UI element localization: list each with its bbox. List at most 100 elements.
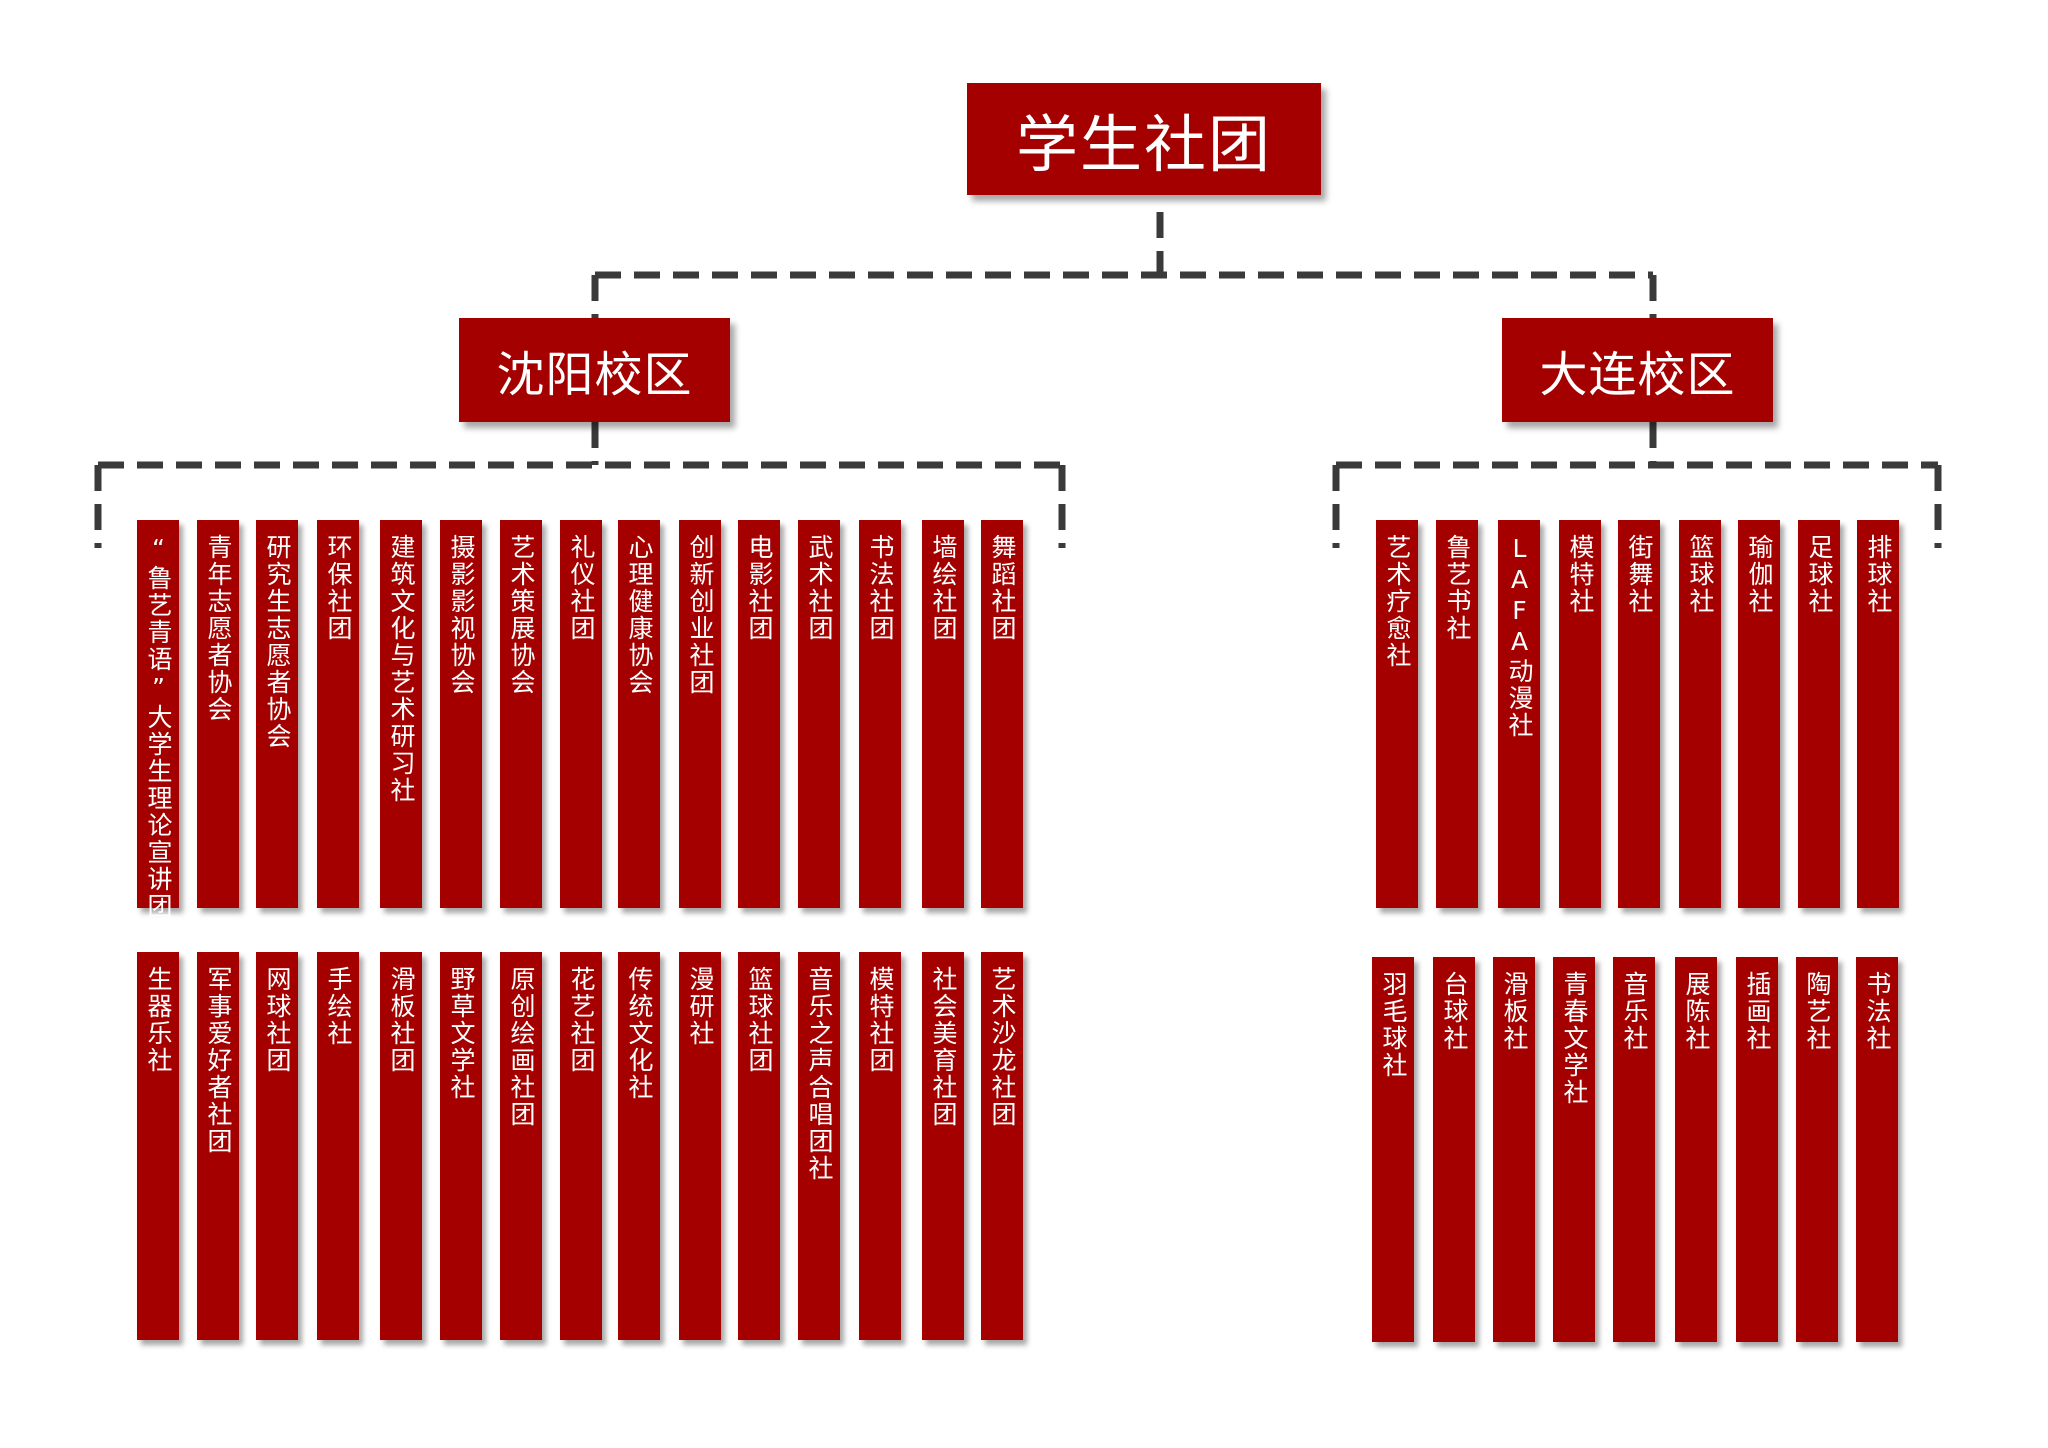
club-node: 羽毛球社 [1372, 957, 1414, 1342]
club-label: 青春文学社 [1560, 971, 1589, 1106]
club-node: 瑜伽社 [1738, 520, 1780, 908]
club-label: 花艺社团 [567, 966, 596, 1074]
club-node: 青年志愿者协会 [197, 520, 239, 908]
club-node: 街舞社 [1618, 520, 1660, 908]
club-label: 艺术策展协会 [507, 534, 536, 696]
club-label: 滑板社团 [387, 966, 416, 1074]
club-label: 台球社 [1440, 971, 1469, 1052]
campus-node-dalian: 大连校区 [1502, 318, 1773, 422]
club-label: 陶艺社 [1803, 971, 1832, 1052]
club-node: 网球社团 [256, 952, 298, 1340]
club-label: 足球社 [1805, 534, 1834, 615]
club-label: 音乐之声合唱团社 [805, 966, 834, 1182]
club-label: 舞蹈社团 [988, 534, 1017, 642]
club-label: 瑜伽社 [1745, 534, 1774, 615]
club-node: 台球社 [1433, 957, 1475, 1342]
club-node: 建筑文化与艺术研习社 [380, 520, 422, 908]
campus-node-shenyang: 沈阳校区 [459, 318, 730, 422]
club-node: 武术社团 [798, 520, 840, 908]
club-label: 原创绘画社团 [507, 966, 536, 1128]
club-label: 音乐社 [1620, 971, 1649, 1052]
club-node: 排球社 [1857, 520, 1899, 908]
club-node: “鲁艺青语”大学生理论宣讲团 [137, 520, 179, 920]
club-label: 建筑文化与艺术研习社 [387, 534, 416, 804]
club-node: 漫研社 [679, 952, 721, 1340]
club-label: 书法社团 [866, 534, 895, 642]
club-node: 创新创业社团 [679, 520, 721, 908]
root-connector [591, 212, 1657, 318]
club-node: 插画社 [1736, 957, 1778, 1342]
club-label: 墙绘社团 [929, 534, 958, 642]
club-node: 篮球社 [1679, 520, 1721, 908]
club-label: 网球社团 [263, 966, 292, 1074]
club-label: 排球社 [1864, 534, 1893, 615]
club-label: 滑板社 [1500, 971, 1529, 1052]
club-label: 礼仪社团 [567, 534, 596, 642]
club-node: 军事爱好者社团 [197, 952, 239, 1340]
club-node: 礼仪社团 [560, 520, 602, 908]
club-node: 展陈社 [1675, 957, 1717, 1342]
club-node: 足球社 [1798, 520, 1840, 908]
club-node: 原创绘画社团 [500, 952, 542, 1340]
club-label: 街舞社 [1625, 534, 1654, 615]
club-label: 生器乐社 [144, 966, 173, 1074]
club-label: 武术社团 [805, 534, 834, 642]
club-label: 军事爱好者社团 [204, 966, 233, 1155]
club-label: 漫研社 [686, 966, 715, 1047]
club-node: LAFA动漫社 [1498, 520, 1540, 908]
club-label: 电影社团 [745, 534, 774, 642]
club-node: 鲁艺书社 [1436, 520, 1478, 908]
club-node: 音乐之声合唱团社 [798, 952, 840, 1340]
club-node: 舞蹈社团 [981, 520, 1023, 908]
club-node: 传统文化社 [618, 952, 660, 1340]
shenyang-connector [94, 422, 1066, 548]
club-node: 艺术疗愈社 [1376, 520, 1418, 908]
club-label: 篮球社团 [745, 966, 774, 1074]
club-node: 模特社团 [859, 952, 901, 1340]
club-node: 摄影影视协会 [440, 520, 482, 908]
club-node: 手绘社 [317, 952, 359, 1340]
dalian-connector [1332, 422, 1942, 548]
club-label: 鲁艺书社 [1443, 534, 1472, 642]
club-label: LAFA动漫社 [1505, 534, 1534, 739]
club-node: 电影社团 [738, 520, 780, 908]
club-label: 青年志愿者协会 [204, 534, 233, 723]
root-node: 学生社团 [967, 83, 1321, 195]
club-label: 篮球社 [1686, 534, 1715, 615]
club-label: 传统文化社 [625, 966, 654, 1101]
club-node: 社会美育社团 [922, 952, 964, 1340]
club-label: 展陈社 [1682, 971, 1711, 1052]
club-label: 模特社 [1566, 534, 1595, 615]
club-node: 艺术沙龙社团 [981, 952, 1023, 1340]
club-node: 模特社 [1559, 520, 1601, 908]
campus-label: 沈阳校区 [496, 347, 693, 403]
campus-label: 大连校区 [1539, 347, 1736, 403]
club-label: 艺术疗愈社 [1383, 534, 1412, 669]
root-label: 学生社团 [1015, 108, 1272, 181]
club-node: 艺术策展协会 [500, 520, 542, 908]
club-label: 艺术沙龙社团 [988, 966, 1017, 1128]
club-node: 滑板社 [1493, 957, 1535, 1342]
club-label: 摄影影视协会 [447, 534, 476, 696]
club-node: 书法社 [1856, 957, 1898, 1342]
club-label: 社会美育社团 [929, 966, 958, 1128]
club-node: 陶艺社 [1796, 957, 1838, 1342]
club-node: 心理健康协会 [618, 520, 660, 908]
club-label: “鲁艺青语”大学生理论宣讲团 [144, 534, 173, 920]
club-label: 野草文学社 [447, 966, 476, 1101]
club-node: 生器乐社 [137, 952, 179, 1340]
club-label: 心理健康协会 [625, 534, 654, 696]
club-label: 模特社团 [866, 966, 895, 1074]
club-node: 青春文学社 [1553, 957, 1595, 1342]
club-node: 墙绘社团 [922, 520, 964, 908]
club-node: 书法社团 [859, 520, 901, 908]
club-label: 研究生志愿者协会 [263, 534, 292, 750]
club-node: 野草文学社 [440, 952, 482, 1340]
club-label: 手绘社 [324, 966, 353, 1047]
club-node: 篮球社团 [738, 952, 780, 1340]
club-label: 书法社 [1863, 971, 1892, 1052]
club-label: 环保社团 [324, 534, 353, 642]
club-label: 羽毛球社 [1379, 971, 1408, 1079]
club-node: 音乐社 [1613, 957, 1655, 1342]
